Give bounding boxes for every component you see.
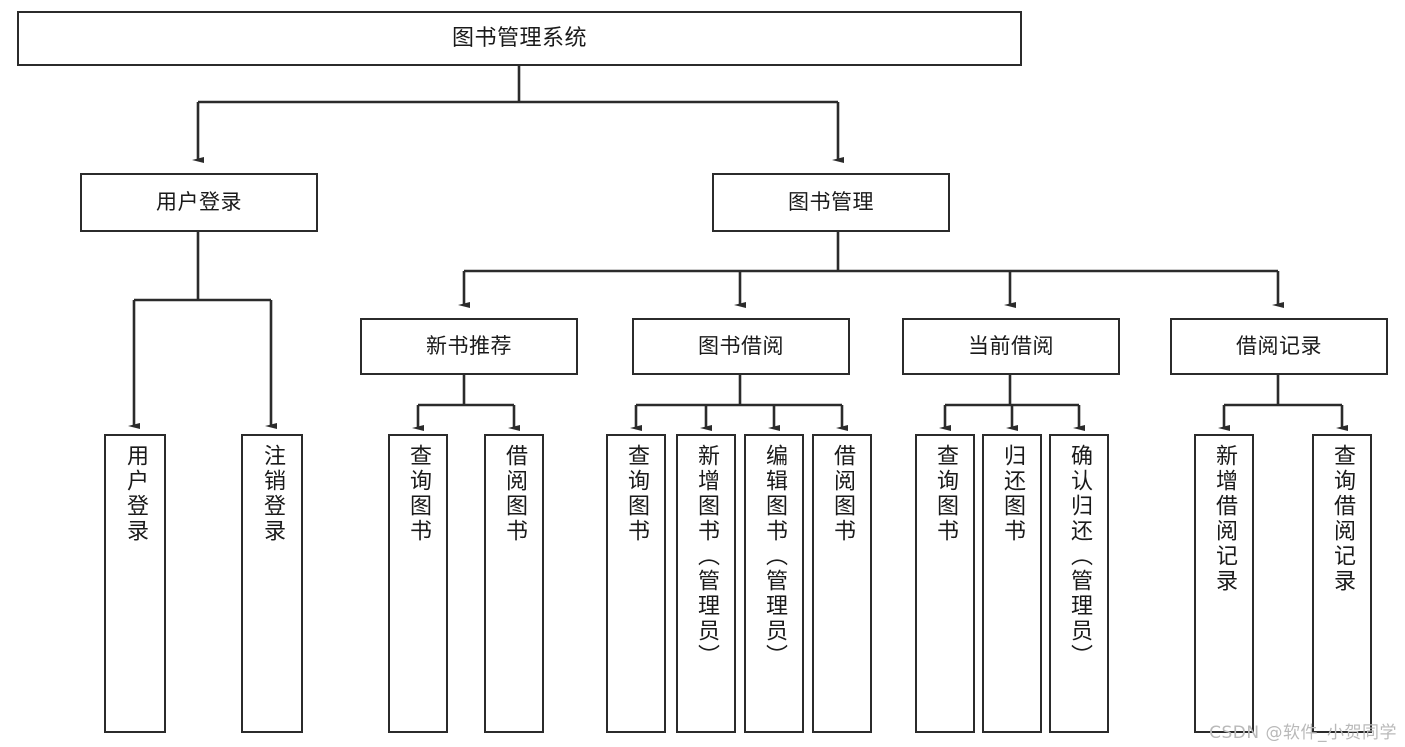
node-label: 确认归还（管理员） bbox=[1067, 444, 1092, 669]
node-label: 新增借阅记录 bbox=[1212, 444, 1237, 594]
node-book-borrow[interactable]: 图书借阅 bbox=[632, 318, 850, 375]
node-label: 查询图书 bbox=[933, 444, 958, 544]
node-label: 借阅图书 bbox=[502, 444, 527, 544]
node-label: 用户登录 bbox=[156, 190, 242, 215]
node-label: 新增图书（管理员） bbox=[694, 444, 719, 669]
node-label: 借阅记录 bbox=[1236, 334, 1322, 359]
leaf-borrow-borrow-book[interactable]: 借阅图书 bbox=[812, 434, 872, 733]
node-user-login[interactable]: 用户登录 bbox=[80, 173, 318, 232]
node-label: 注销登录 bbox=[260, 444, 285, 544]
node-label: 新书推荐 bbox=[426, 334, 512, 359]
node-current-borrow[interactable]: 当前借阅 bbox=[902, 318, 1120, 375]
node-label: 当前借阅 bbox=[968, 334, 1054, 359]
node-label: 归还图书 bbox=[1000, 444, 1025, 544]
leaf-record-query-record[interactable]: 查询借阅记录 bbox=[1312, 434, 1372, 733]
leaf-newbook-borrow-book[interactable]: 借阅图书 bbox=[484, 434, 544, 733]
node-label: 图书管理系统 bbox=[451, 25, 587, 51]
leaf-current-confirm-return-admin[interactable]: 确认归还（管理员） bbox=[1049, 434, 1109, 733]
node-label: 查询图书 bbox=[406, 444, 431, 544]
node-root-system[interactable]: 图书管理系统 bbox=[17, 11, 1022, 66]
leaf-borrow-edit-book-admin[interactable]: 编辑图书（管理员） bbox=[744, 434, 804, 733]
csdn-watermark: CSDN @软件_小贺同学 bbox=[1209, 723, 1397, 743]
leaf-logout[interactable]: 注销登录 bbox=[241, 434, 303, 733]
leaf-current-return-book[interactable]: 归还图书 bbox=[982, 434, 1042, 733]
leaf-current-query-book[interactable]: 查询图书 bbox=[915, 434, 975, 733]
node-label: 借阅图书 bbox=[830, 444, 855, 544]
node-book-management[interactable]: 图书管理 bbox=[712, 173, 950, 232]
node-label: 查询图书 bbox=[624, 444, 649, 544]
node-new-book-recommend[interactable]: 新书推荐 bbox=[360, 318, 578, 375]
leaf-newbook-query-book[interactable]: 查询图书 bbox=[388, 434, 448, 733]
leaf-borrow-query-book[interactable]: 查询图书 bbox=[606, 434, 666, 733]
node-label: 用户登录 bbox=[123, 444, 148, 544]
node-borrow-record[interactable]: 借阅记录 bbox=[1170, 318, 1388, 375]
node-label: 查询借阅记录 bbox=[1330, 444, 1355, 594]
node-label: 图书借阅 bbox=[698, 334, 784, 359]
leaf-borrow-add-book-admin[interactable]: 新增图书（管理员） bbox=[676, 434, 736, 733]
node-label: 编辑图书（管理员） bbox=[762, 444, 787, 669]
leaf-user-login[interactable]: 用户登录 bbox=[104, 434, 166, 733]
node-label: 图书管理 bbox=[788, 190, 874, 215]
leaf-record-add-record[interactable]: 新增借阅记录 bbox=[1194, 434, 1254, 733]
